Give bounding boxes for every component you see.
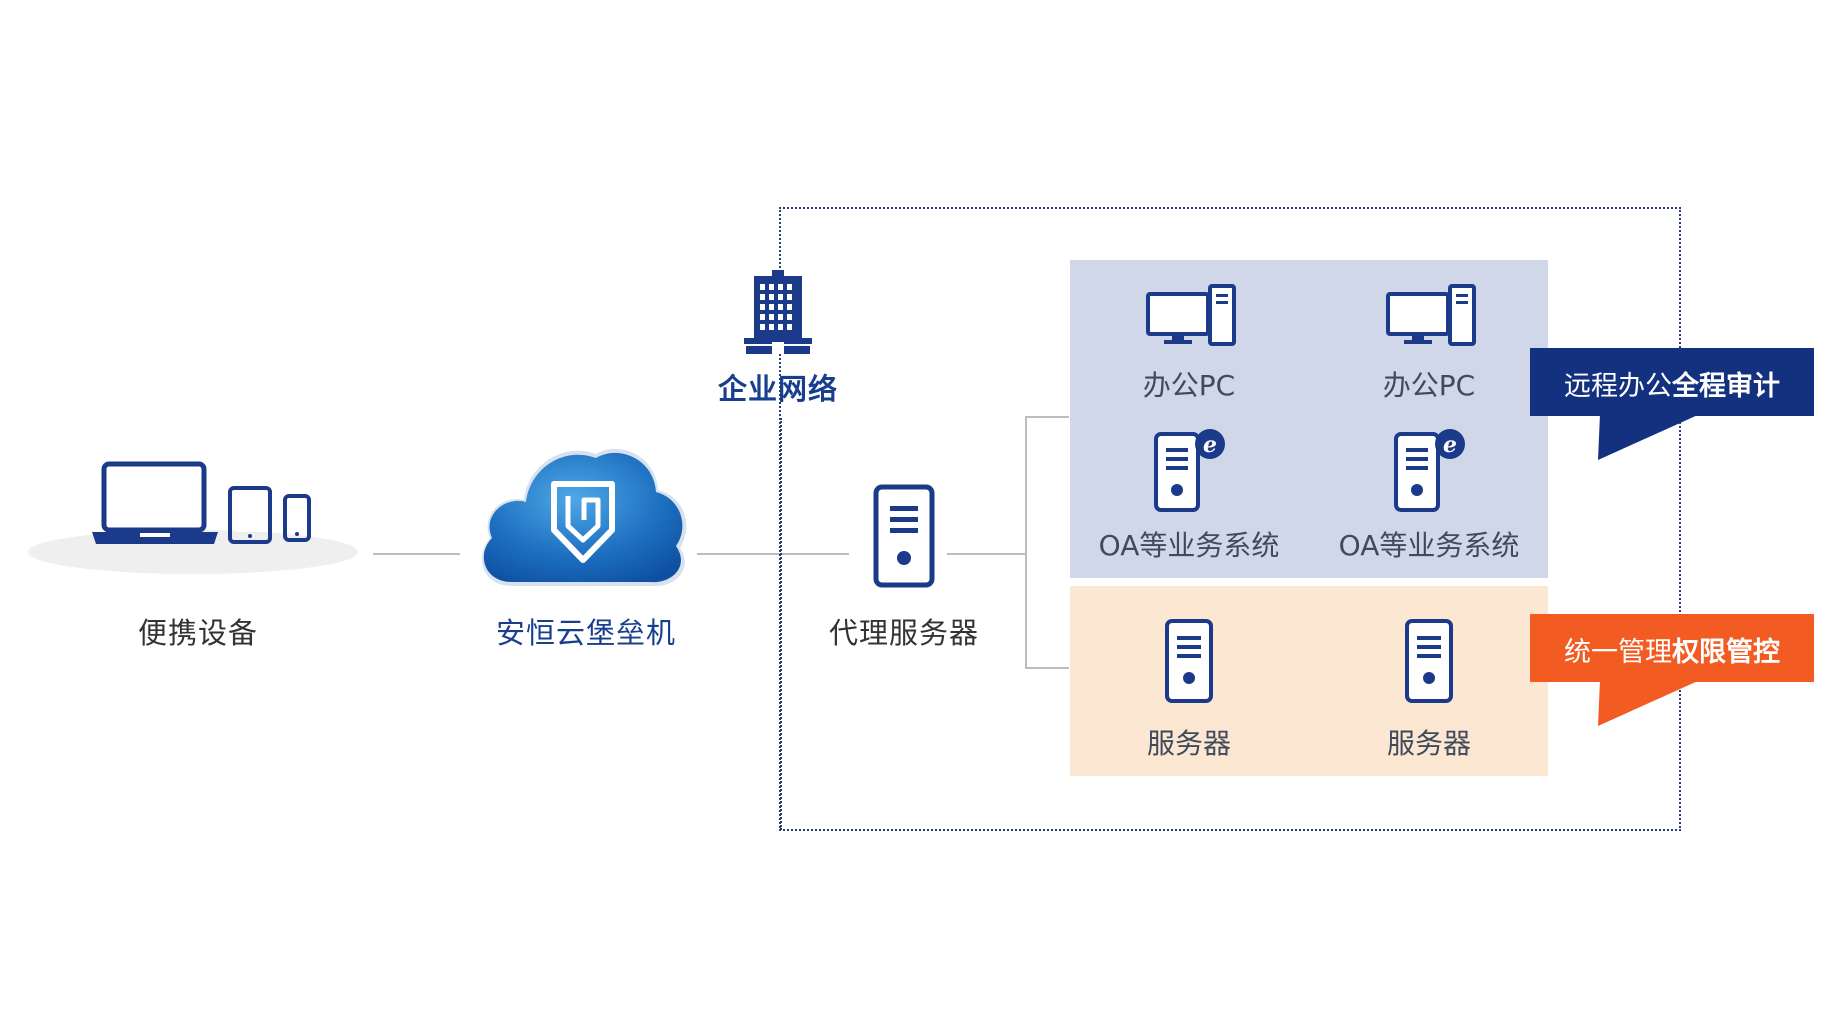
connector-devices-to-cloud bbox=[373, 553, 460, 555]
portable-devices-label: 便携设备 bbox=[137, 616, 259, 650]
oa-system-label-1: OA等业务系统 bbox=[1098, 529, 1280, 562]
permission-callout-normal: 统一管理 bbox=[1564, 637, 1672, 668]
server-icon bbox=[1405, 619, 1453, 703]
server-icon bbox=[1165, 619, 1213, 703]
ie-logo-icon: e bbox=[1435, 429, 1465, 459]
oa-server-icon: e bbox=[1394, 429, 1465, 512]
enterprise-dotted-divider bbox=[780, 418, 782, 830]
audit-callout-shape bbox=[1530, 348, 1814, 460]
building-icon bbox=[744, 270, 812, 354]
phone-icon bbox=[283, 494, 311, 542]
audit-callout-bold: 全程审计 bbox=[1672, 371, 1780, 402]
bracket-top bbox=[1025, 416, 1069, 418]
tablet-icon bbox=[228, 486, 272, 544]
office-pc-label-2: 办公PC bbox=[1382, 369, 1476, 402]
ie-logo-icon: e bbox=[1195, 429, 1225, 459]
office-pc-label-1: 办公PC bbox=[1142, 369, 1236, 402]
bracket-bottom bbox=[1025, 667, 1069, 669]
desktop-pc-icon bbox=[1386, 284, 1476, 346]
bracket-vertical bbox=[1025, 416, 1027, 669]
svg-text:e: e bbox=[1443, 432, 1457, 458]
permission-callout-shape bbox=[1530, 614, 1814, 726]
oa-server-icon: e bbox=[1154, 429, 1225, 512]
permission-callout-bold: 权限管控 bbox=[1672, 637, 1780, 668]
proxy-server-label: 代理服务器 bbox=[828, 616, 980, 650]
audit-callout-normal: 远程办公 bbox=[1564, 371, 1672, 402]
svg-text:e: e bbox=[1203, 432, 1217, 458]
connector-cloud-to-proxy bbox=[697, 553, 849, 555]
laptop-icon bbox=[92, 461, 218, 544]
audit-callout: 远程办公全程审计 bbox=[1530, 364, 1814, 404]
server-icon bbox=[873, 484, 935, 588]
connector-proxy-to-bracket bbox=[947, 553, 1025, 555]
permission-callout: 统一管理权限管控 bbox=[1530, 630, 1814, 670]
server-zone bbox=[1070, 586, 1548, 776]
enterprise-network-label: 企业网络 bbox=[717, 372, 839, 406]
server-label-2: 服务器 bbox=[1386, 727, 1472, 760]
portable-devices bbox=[28, 450, 358, 580]
server-label-1: 服务器 bbox=[1146, 727, 1232, 760]
bastion-label: 安恒云堡垒机 bbox=[495, 616, 677, 650]
desktop-pc-icon bbox=[1146, 284, 1236, 346]
oa-system-label-2: OA等业务系统 bbox=[1338, 529, 1520, 562]
cloud-shield-icon bbox=[481, 448, 687, 587]
